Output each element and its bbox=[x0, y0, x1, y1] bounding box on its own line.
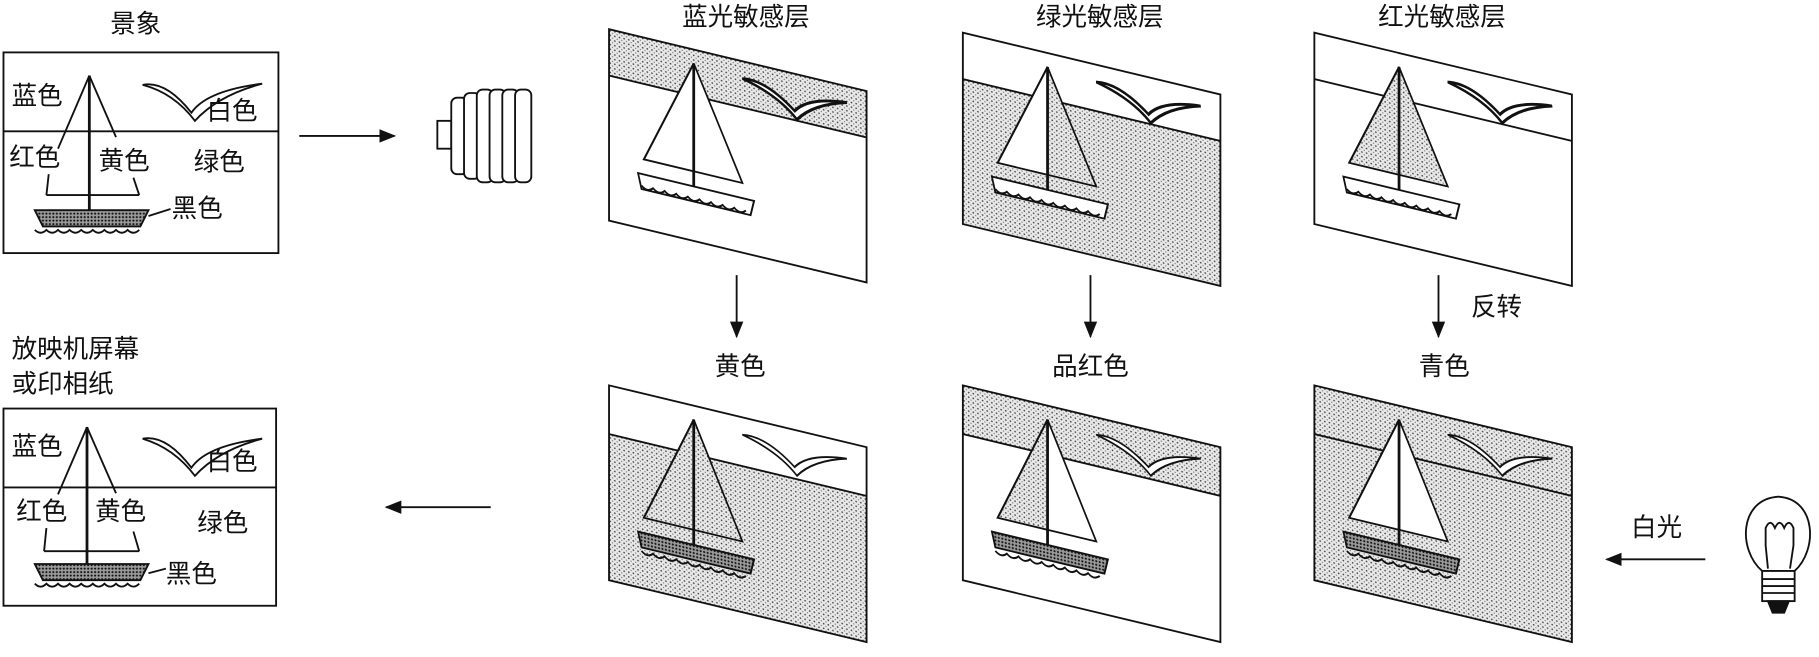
waves bbox=[640, 550, 747, 579]
horizon-line bbox=[609, 433, 867, 497]
horizon-line bbox=[609, 74, 867, 139]
panel-frame bbox=[608, 28, 868, 284]
output-label-red: 红色 bbox=[16, 497, 67, 527]
blue-layer-panel bbox=[608, 28, 868, 284]
scene-label-white: 白色 bbox=[206, 97, 257, 127]
scene-label-black: 黑色 bbox=[172, 194, 223, 224]
panel-frame bbox=[1313, 31, 1573, 288]
scene-label-red: 红色 bbox=[9, 143, 60, 173]
light-bulb-icon bbox=[1744, 495, 1811, 614]
scene-bird bbox=[142, 82, 263, 123]
bird bbox=[742, 77, 848, 122]
output-waves bbox=[34, 582, 140, 588]
panel-frame bbox=[1313, 384, 1573, 644]
scene-waves bbox=[34, 228, 140, 234]
yellow-dye-label: 黄色 bbox=[715, 352, 766, 382]
output-box: 蓝色 白色 红色 黄色 绿色 黑色 bbox=[2, 407, 278, 607]
scene-hull bbox=[33, 209, 150, 228]
waves bbox=[994, 550, 1101, 579]
green-layer-panel bbox=[961, 31, 1222, 288]
waves bbox=[1346, 188, 1452, 217]
output-label-blue: 蓝色 bbox=[12, 432, 63, 462]
scene-label-yellow: 黄色 bbox=[99, 147, 150, 177]
hull bbox=[990, 530, 1110, 575]
hull bbox=[1342, 175, 1461, 220]
output-hull bbox=[33, 563, 150, 582]
panel-frame bbox=[961, 31, 1222, 288]
output-label-green: 绿色 bbox=[197, 509, 248, 539]
green-layer-title: 绿光敏感层 bbox=[1036, 3, 1164, 33]
bird bbox=[1095, 80, 1202, 126]
hull bbox=[1342, 530, 1461, 575]
scene-sailboat bbox=[33, 75, 150, 234]
red-layer-panel bbox=[1313, 31, 1573, 288]
bird bbox=[1447, 433, 1553, 478]
output-sailboat bbox=[33, 426, 150, 588]
scene-label-blue: 蓝色 bbox=[12, 82, 63, 112]
bird bbox=[742, 433, 848, 478]
scene-title: 景象 bbox=[110, 10, 161, 40]
waves bbox=[640, 184, 747, 214]
scene-black-leader bbox=[148, 208, 171, 217]
reversal-label: 反转 bbox=[1471, 293, 1522, 323]
bird bbox=[1096, 433, 1201, 478]
hull bbox=[990, 175, 1110, 220]
hull bbox=[636, 530, 756, 575]
blue-layer-title: 蓝光敏感层 bbox=[682, 3, 810, 33]
cyan-dye-panel bbox=[1313, 384, 1573, 644]
cyan-dye-label: 青色 bbox=[1419, 352, 1470, 382]
horizon-line bbox=[1314, 433, 1572, 497]
output-title-line2: 或印相纸 bbox=[12, 369, 114, 399]
horizon-line bbox=[962, 433, 1221, 497]
bird bbox=[1447, 80, 1553, 126]
scene-box: 蓝色 白色 红色 黄色 绿色 黑色 bbox=[2, 51, 280, 255]
panel-frame bbox=[608, 384, 868, 644]
magenta-dye-panel bbox=[961, 384, 1222, 644]
output-black-leader bbox=[148, 567, 167, 575]
red-layer-title: 红光敏感层 bbox=[1378, 3, 1506, 33]
output-label-white: 白色 bbox=[206, 447, 257, 477]
horizon-line bbox=[962, 78, 1221, 142]
waves bbox=[994, 188, 1101, 217]
yellow-dye-panel bbox=[608, 384, 868, 644]
output-label-yellow: 黄色 bbox=[95, 497, 146, 527]
white-light-label: 白光 bbox=[1631, 513, 1682, 543]
output-title-line1: 放映机屏幕 bbox=[12, 335, 140, 365]
camera-lens-icon bbox=[436, 88, 533, 184]
magenta-dye-label: 品红色 bbox=[1052, 352, 1129, 382]
output-bird bbox=[142, 437, 263, 478]
scene-label-green: 绿色 bbox=[194, 148, 245, 178]
output-label-black: 黑色 bbox=[166, 560, 217, 590]
horizon-line bbox=[1314, 78, 1572, 142]
output-frame bbox=[2, 407, 278, 607]
waves bbox=[1346, 550, 1452, 579]
hull bbox=[636, 171, 756, 217]
panel-frame bbox=[961, 384, 1222, 644]
scene-frame bbox=[2, 51, 280, 255]
